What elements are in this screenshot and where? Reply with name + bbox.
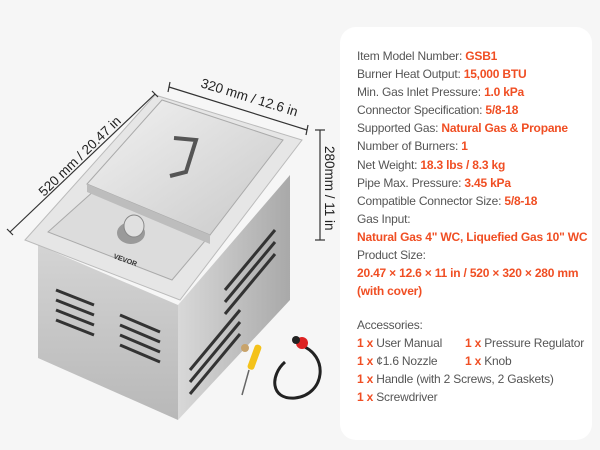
accessory-item: 1 x Handle (with 2 Screws, 2 Gaskets) bbox=[357, 372, 554, 386]
spec-gas: Supported Gas: Natural Gas & Propane bbox=[357, 121, 568, 136]
gas-input-value: Natural Gas 4" WC, Liquefied Gas 10" WC bbox=[357, 229, 588, 244]
nozzle-icon bbox=[241, 344, 249, 352]
height-dimension: 280mm / 11 in bbox=[322, 146, 337, 231]
spec-connector: Connector Specification: 5/8-18 bbox=[357, 103, 519, 118]
product-size-note: (with cover) bbox=[357, 284, 422, 299]
product-image: VEVOR 520 mm / 20.47 in 320 mm / 12.6 in… bbox=[6, 76, 337, 420]
burner-body-side bbox=[178, 175, 290, 420]
accessory-item: 1 x User Manual bbox=[357, 336, 443, 350]
gas-input-label: Gas Input: bbox=[357, 211, 411, 226]
product-size-value: 20.47 × 12.6 × 11 in / 520 × 320 × 280 m… bbox=[357, 266, 579, 281]
spec-inlet-pressure: Min. Gas Inlet Pressure: 1.0 kPa bbox=[357, 85, 525, 100]
lid-handle-icon bbox=[169, 136, 199, 178]
spec-heat-output: Burner Heat Output: 15,000 BTU bbox=[357, 67, 527, 82]
accessory-item: 1 x Knob bbox=[465, 354, 512, 368]
spec-weight: Net Weight: 18.3 lbs / 8.3 kg bbox=[357, 157, 506, 172]
screwdriver-icon bbox=[247, 344, 262, 370]
spec-burners: Number of Burners: 1 bbox=[357, 139, 468, 154]
product-size-label: Product Size: bbox=[357, 248, 426, 263]
spec-list: Item Model Number: GSB1 Burner Heat Outp… bbox=[357, 47, 592, 300]
spec-card: Item Model Number: GSB1 Burner Heat Outp… bbox=[340, 27, 592, 440]
vent-slots bbox=[55, 229, 277, 395]
accessories-label: Accessories: bbox=[357, 318, 423, 332]
spec-pipe-pressure: Pipe Max. Pressure: 3.45 kPa bbox=[357, 175, 511, 190]
accessory-item: 1 x ¢1.6 Nozzle bbox=[357, 354, 438, 368]
accessory-item: 1 x Pressure Regulator bbox=[465, 336, 585, 350]
burner-body-front bbox=[38, 245, 178, 420]
accessory-item: 1 x Screwdriver bbox=[357, 390, 438, 404]
spec-connector-size: Compatible Connector Size: 5/8-18 bbox=[357, 193, 538, 208]
spec-model: Item Model Number: GSB1 bbox=[357, 49, 498, 63]
accessories-list: Accessories: 1 x User Manual 1 x Pressur… bbox=[357, 316, 592, 406]
pressure-regulator-icon bbox=[273, 343, 322, 400]
